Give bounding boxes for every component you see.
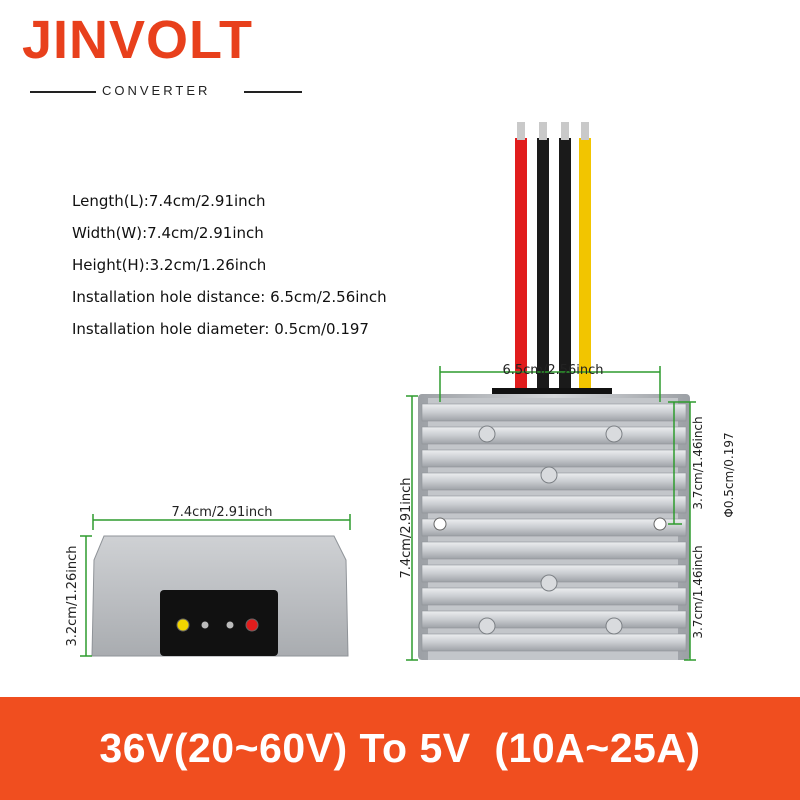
brand-logo: JINVOLT CONVERTER <box>22 8 322 98</box>
status-led-red <box>245 618 259 632</box>
product-illustration: 6.5cm/2.56inch 7.4cm/2.91inch 3.7cm/1.46… <box>65 122 736 661</box>
hole-offset-upper-label: 3.7cm/1.46inch <box>691 416 705 509</box>
spec-hole-distance: Installation hole distance: 6.5cm/2.56in… <box>72 288 387 306</box>
screw-top-right <box>605 425 623 443</box>
wire-black-2 <box>559 122 571 390</box>
status-led-yellow <box>176 618 190 632</box>
wire-red <box>515 122 527 390</box>
front-view-dimensions <box>80 514 351 657</box>
spec-hole-diameter: Installation hole diameter: 0.5cm/0.197 <box>72 320 369 338</box>
wire-bundle <box>492 122 612 400</box>
front-height-label: 3.2cm/1.26inch <box>65 545 80 646</box>
mounting-hole-right <box>653 517 667 531</box>
terminal-block <box>160 590 278 656</box>
top-view-dimensions <box>406 366 696 661</box>
top-view-length-label: 7.4cm/2.91inch <box>399 477 414 578</box>
voltage-banner: 36V(20~60V) To 5V (10A~25A) <box>0 697 800 800</box>
wire-yellow <box>579 122 591 390</box>
brand-divider-right <box>244 91 302 93</box>
brand-divider-left <box>30 91 96 93</box>
terminal-pin-2 <box>226 621 234 629</box>
screw-bottom-right <box>605 617 623 635</box>
brand-subtitle: CONVERTER <box>102 83 211 98</box>
converter-top-view <box>418 394 690 660</box>
heatsink-fins <box>421 403 687 652</box>
mounting-hole-left <box>433 517 447 531</box>
converter-front-view <box>91 535 349 657</box>
screw-bottom-left <box>478 617 496 635</box>
hole-distance-label: 6.5cm/2.56inch <box>502 363 603 378</box>
spec-length: Length(L):7.4cm/2.91inch <box>72 192 266 210</box>
front-width-label: 7.4cm/2.91inch <box>171 505 272 520</box>
hole-offset-lower-label: 3.7cm/1.46inch <box>691 545 705 638</box>
hole-diameter-label: Φ0.5cm/0.197 <box>722 432 736 517</box>
voltage-spec-text: 36V(20~60V) To 5V (10A~25A) <box>99 725 701 771</box>
spec-height: Height(H):3.2cm/1.26inch <box>72 256 267 274</box>
wire-black-1 <box>537 122 549 390</box>
screw-mid-upper <box>540 466 558 484</box>
brand-name: JINVOLT <box>22 10 254 70</box>
screw-top-left <box>478 425 496 443</box>
screw-mid-lower <box>540 574 558 592</box>
spec-list: Length(L):7.4cm/2.91inch Width(W):7.4cm/… <box>72 190 387 350</box>
terminal-pin-1 <box>201 621 209 629</box>
spec-width: Width(W):7.4cm/2.91inch <box>72 224 264 242</box>
